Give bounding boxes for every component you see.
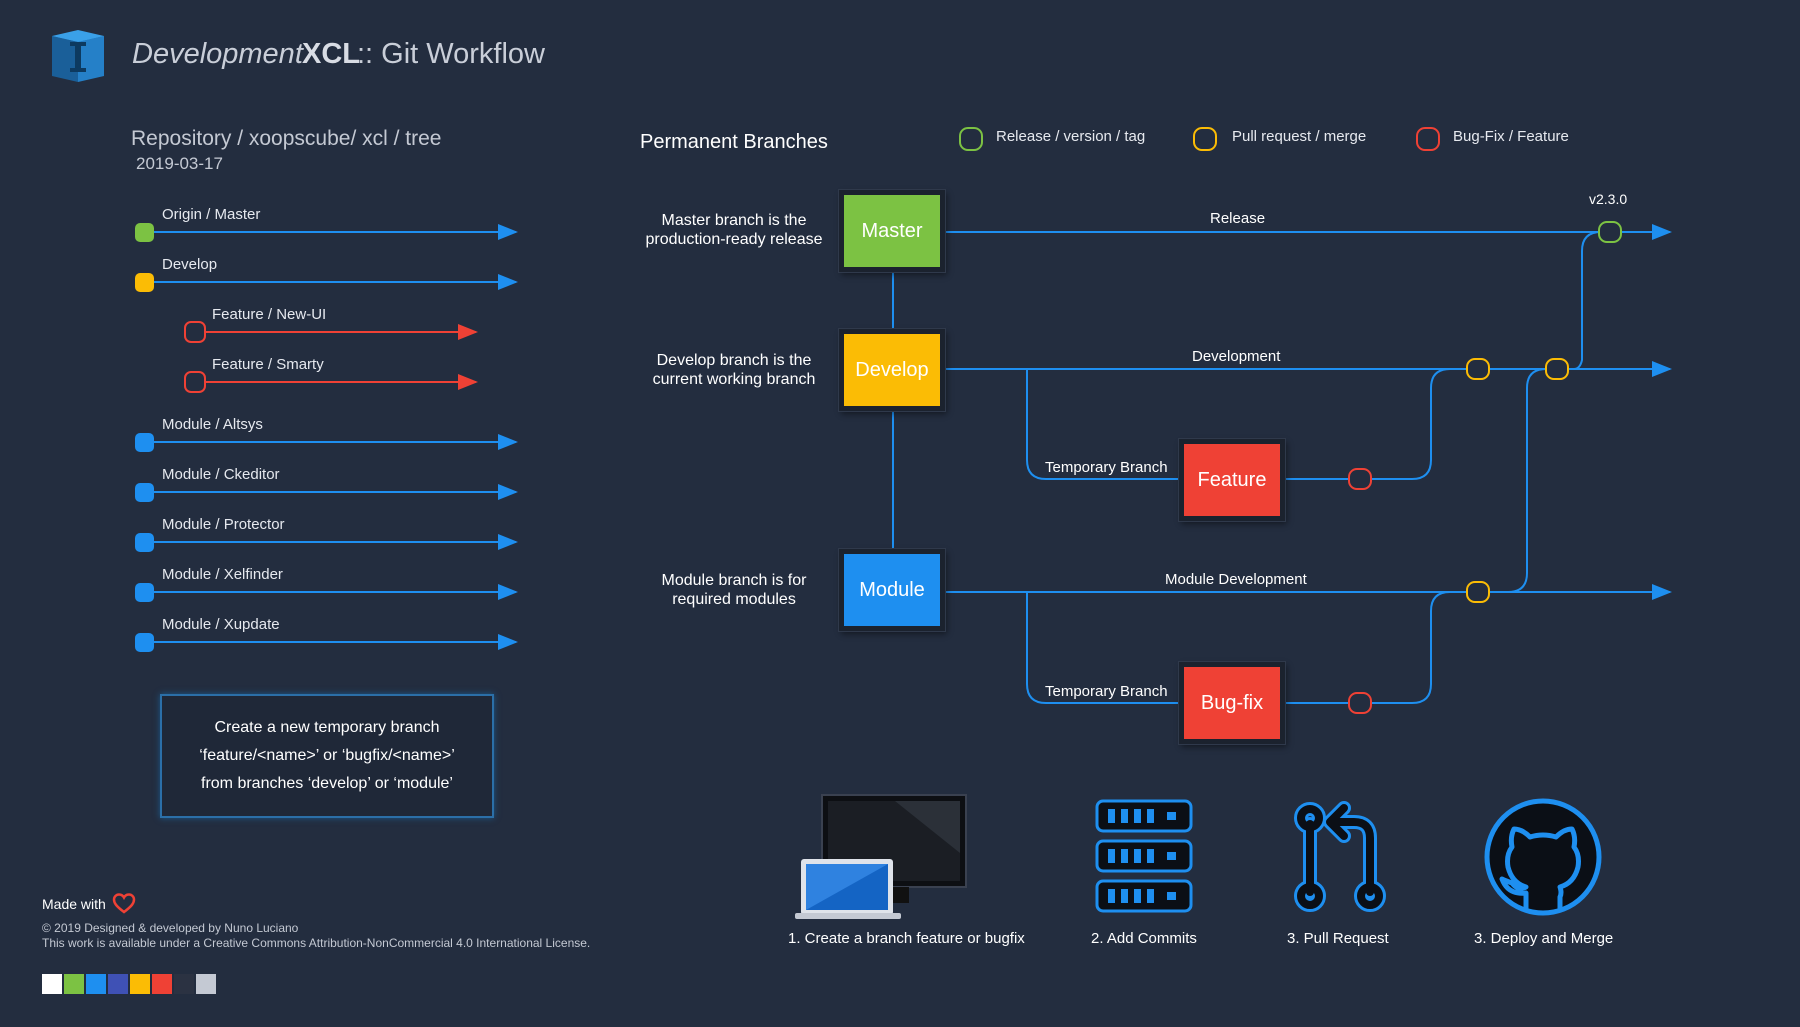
branch-module-xupdate-line bbox=[135, 633, 518, 652]
repository-date: 2019-03-17 bbox=[136, 154, 223, 173]
footer-copyright: © 2019 Designed & developed by Nuno Luci… bbox=[42, 921, 590, 951]
node-bugfix[interactable]: Bug-fix bbox=[1179, 662, 1285, 744]
branch-module-protector-line bbox=[135, 533, 518, 552]
palette-swatch-gray bbox=[196, 974, 216, 994]
section-title: Permanent Branches bbox=[640, 131, 828, 153]
heart-icon bbox=[112, 893, 136, 914]
pull-request-icon bbox=[1294, 801, 1386, 912]
line-label-temporary-bugfix: Temporary Branch bbox=[1045, 683, 1168, 700]
license-text[interactable]: This work is available under a Creative … bbox=[42, 936, 591, 950]
info-line-2: ‘feature/<name>’ or ‘bugfix/<name>’ bbox=[199, 747, 455, 764]
line-label-development: Development bbox=[1192, 348, 1281, 365]
palette-swatch-white bbox=[42, 974, 62, 994]
node-feature[interactable]: Feature bbox=[1179, 439, 1285, 521]
xcl-logo-icon bbox=[52, 30, 104, 82]
line-label-release: Release bbox=[1210, 210, 1266, 227]
branch-label-module-xelfinder: Module / Xelfinder bbox=[162, 566, 283, 583]
commit-marker-feature bbox=[1348, 468, 1372, 490]
node-master[interactable]: Master bbox=[839, 190, 945, 272]
branch-module-altsys-line bbox=[135, 433, 518, 452]
branch-label-master: Origin / Master bbox=[162, 206, 261, 223]
palette-swatch-yellow bbox=[130, 974, 150, 994]
merge-marker-bugfix bbox=[1466, 581, 1490, 603]
info-line-1: Create a new temporary branch bbox=[214, 719, 440, 736]
commit-marker-bugfix bbox=[1348, 692, 1372, 714]
repository-path[interactable]: Repository / xoopscube/ xcl / tree bbox=[131, 127, 442, 150]
line-label-module-development: Module Development bbox=[1165, 571, 1307, 588]
branch-feature-newui-line bbox=[184, 321, 478, 343]
branch-label-feature-smarty: Feature / Smarty bbox=[212, 356, 324, 373]
branch-module-xelfinder-line bbox=[135, 583, 518, 602]
legend-bugfix-icon bbox=[1416, 127, 1440, 151]
release-tag-marker bbox=[1598, 221, 1622, 243]
info-line-3: from branches ‘develop’ or ‘module’ bbox=[201, 775, 453, 792]
merge-marker-feature bbox=[1466, 358, 1490, 380]
server-icon bbox=[1095, 799, 1193, 913]
node-develop[interactable]: Develop bbox=[839, 329, 945, 411]
legend-pullrequest-label: Pull request / merge bbox=[1232, 128, 1367, 145]
palette-swatch-green bbox=[64, 974, 84, 994]
line-label-temporary-feature: Temporary Branch bbox=[1045, 459, 1168, 476]
made-with-label: Made with bbox=[42, 896, 106, 912]
header-brand: XCL bbox=[302, 38, 360, 70]
branch-module-ckeditor-line bbox=[135, 483, 518, 502]
info-box: Create a new temporary branch ‘feature/<… bbox=[160, 694, 494, 818]
workflow-diagram-lines bbox=[892, 221, 1672, 714]
legend-bugfix-label: Bug-Fix / Feature bbox=[1453, 128, 1569, 145]
palette-swatch-blue bbox=[86, 974, 106, 994]
header-title: :: Git Workflow bbox=[357, 38, 545, 70]
palette-swatch-dark bbox=[174, 974, 194, 994]
step-4-caption: 3. Deploy and Merge bbox=[1474, 930, 1614, 947]
legend-release-icon bbox=[959, 127, 983, 151]
branch-label-module-xupdate: Module / Xupdate bbox=[162, 616, 280, 633]
step-1-caption: 1. Create a branch feature or bugfix bbox=[788, 930, 1025, 947]
palette-swatch-red bbox=[152, 974, 172, 994]
step-2-caption: 2. Add Commits bbox=[1091, 930, 1197, 947]
legend-pullrequest-icon bbox=[1193, 127, 1217, 151]
branch-feature-smarty-line bbox=[184, 371, 478, 393]
version-tag-label: v2.3.0 bbox=[1589, 191, 1628, 207]
palette-swatch-indigo bbox=[108, 974, 128, 994]
legend-release-label: Release / version / tag bbox=[996, 128, 1146, 145]
computer-icon bbox=[795, 794, 967, 919]
branch-list-lines bbox=[135, 223, 518, 652]
step-3-caption: 3. Pull Request bbox=[1287, 930, 1389, 947]
branch-label-module-protector: Module / Protector bbox=[162, 516, 285, 533]
header-subtitle: Development bbox=[132, 38, 303, 70]
branch-label-develop: Develop bbox=[162, 256, 218, 273]
branch-label-feature-newui: Feature / New-UI bbox=[212, 306, 327, 323]
branch-develop-line bbox=[135, 273, 518, 292]
branch-label-module-ckeditor: Module / Ckeditor bbox=[162, 466, 280, 483]
node-module[interactable]: Module bbox=[839, 549, 945, 631]
merge-marker-module bbox=[1545, 358, 1569, 380]
github-icon bbox=[1484, 798, 1602, 916]
branch-master-line bbox=[135, 223, 518, 242]
copyright-text: © 2019 Designed & developed by Nuno Luci… bbox=[42, 921, 299, 935]
branch-label-module-altsys: Module / Altsys bbox=[162, 416, 263, 433]
